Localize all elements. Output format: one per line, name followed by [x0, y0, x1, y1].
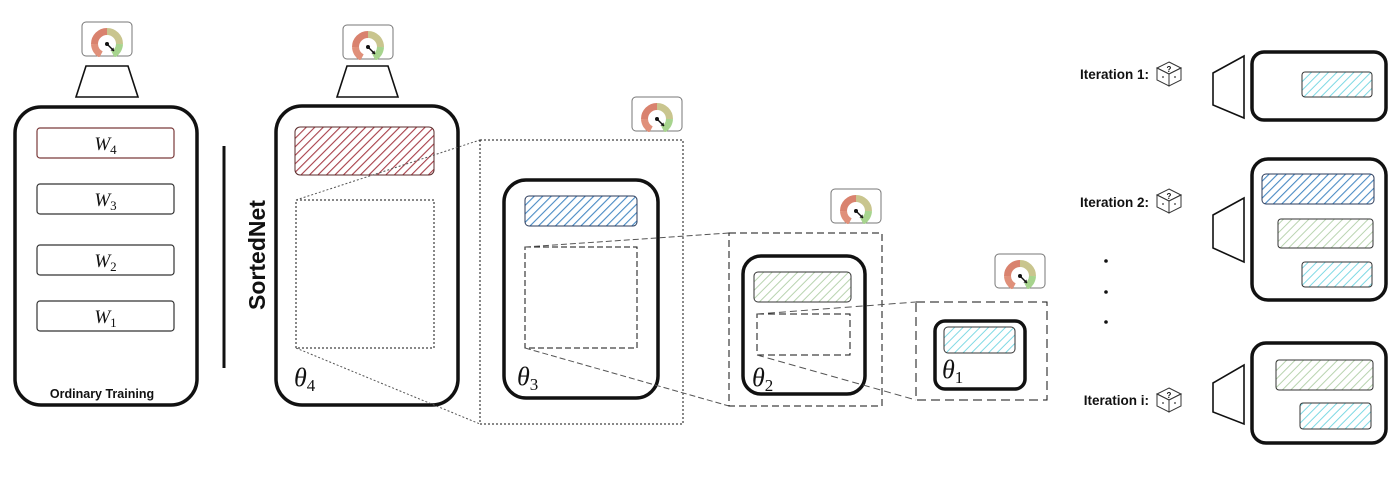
projection-line [756, 301, 917, 315]
theta3-nested-region [524, 246, 638, 349]
theta3-model: θ3 [479, 97, 684, 425]
speedometer-icon [343, 25, 393, 59]
theta3-label: θ3 [517, 362, 538, 394]
projection-line [295, 347, 481, 425]
iteration-i-row: Iteration i: ? [1084, 341, 1388, 445]
projection-line [295, 139, 481, 201]
theta4-label: θ4 [294, 363, 316, 395]
theta3-box [502, 178, 660, 400]
speedometer-icon [831, 189, 881, 223]
output-head-icon [335, 65, 400, 98]
theta3-blue-block [524, 195, 638, 227]
theta3-zoom-frame [479, 139, 684, 425]
theta1-label: θ1 [942, 355, 963, 387]
theta1-model: θ1 [915, 254, 1048, 401]
output-head-icon [1212, 54, 1245, 120]
iteration-1-cyan-block [1301, 71, 1373, 98]
theta1-zoom-frame [915, 301, 1048, 401]
iteration-i-cyan-block [1299, 402, 1372, 430]
speedometer-icon [632, 97, 682, 131]
iteration-1-label: Iteration 1: [1080, 67, 1149, 82]
iteration-i-label: Iteration i: [1084, 393, 1149, 408]
theta2-zoom-frame [728, 232, 883, 407]
theta2-green-block [753, 271, 852, 303]
theta4-model: θ4 [274, 25, 460, 407]
dice-mark: ? [1167, 391, 1172, 400]
weight-label-w4: W4 [94, 134, 117, 157]
theta2-label: θ2 [752, 363, 773, 395]
weight-block-w1 [36, 300, 175, 332]
iteration-2-label: Iteration 2: [1080, 195, 1149, 210]
iteration-ellipsis [1104, 259, 1108, 324]
sortednet-label: SortedNet [244, 200, 270, 310]
theta2-model: θ2 [728, 189, 883, 407]
iteration-i-green-block [1275, 359, 1374, 391]
iteration-2-row: Iteration 2: ? [1080, 157, 1388, 302]
theta1-cyan-block [943, 326, 1016, 354]
iteration-2-cyan-block [1301, 261, 1373, 288]
weight-label-w1: W1 [94, 307, 116, 330]
projection-line [524, 347, 730, 407]
speedometer-icon [82, 22, 132, 56]
theta4-red-block [294, 126, 435, 176]
output-head-icon [1212, 196, 1245, 264]
weight-block-w2 [36, 244, 175, 276]
theta4-nested-region [295, 199, 435, 349]
weight-label-w2: W2 [94, 251, 116, 274]
output-head-icon [1212, 363, 1245, 426]
theta2-nested-region [756, 313, 851, 356]
output-head-icon [74, 65, 140, 98]
dice-mark: ? [1167, 65, 1172, 74]
iteration-2-blue-block [1261, 173, 1375, 205]
iteration-2-green-block [1277, 218, 1374, 249]
ordinary-training-caption: Ordinary Training [50, 387, 154, 401]
projection-line [524, 232, 730, 248]
weight-block-w4 [36, 127, 175, 159]
speedometer-icon [995, 254, 1045, 288]
theta4-box [274, 104, 460, 407]
weight-label-w3: W3 [94, 190, 116, 213]
weight-block-w3 [36, 183, 175, 215]
dice-mark: ? [1167, 192, 1172, 201]
ordinary-training-panel: W4 W3 W2 W1 Ordinary Training [13, 22, 199, 407]
iteration-1-row: Iteration 1: ? [1080, 50, 1388, 122]
projection-line [756, 354, 917, 401]
